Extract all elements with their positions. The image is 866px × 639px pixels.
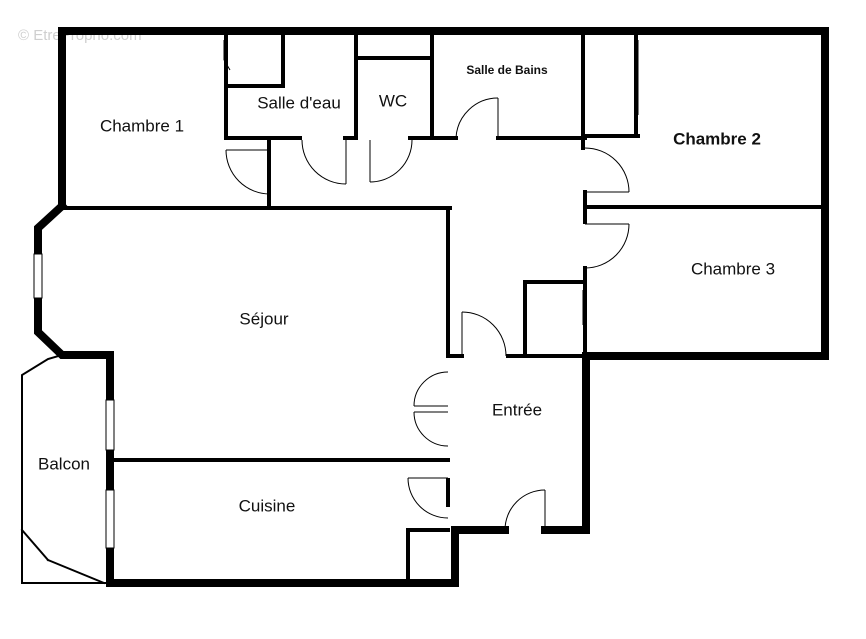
balcon-outline (20, 353, 111, 585)
label-salle-de-bains: Salle de Bains (466, 63, 548, 77)
label-salle-deau: Salle d'eau (257, 93, 341, 112)
room-labels: Chambre 1 Salle d'eau WC Salle de Bains … (38, 63, 775, 515)
label-balcon: Balcon (38, 454, 90, 473)
window-sejour-west (33, 253, 43, 299)
label-sejour: Séjour (239, 309, 288, 328)
label-chambre-1: Chambre 1 (100, 116, 184, 135)
label-wc: WC (379, 91, 407, 110)
window-cuisine-balcon (105, 489, 115, 549)
window-sejour-balcon (105, 399, 115, 451)
doors (223, 40, 639, 531)
label-cuisine: Cuisine (239, 496, 296, 515)
interior-walls (60, 34, 827, 585)
label-chambre-2: Chambre 2 (673, 129, 761, 148)
label-chambre-3: Chambre 3 (691, 259, 775, 278)
label-entree: Entrée (492, 400, 542, 419)
